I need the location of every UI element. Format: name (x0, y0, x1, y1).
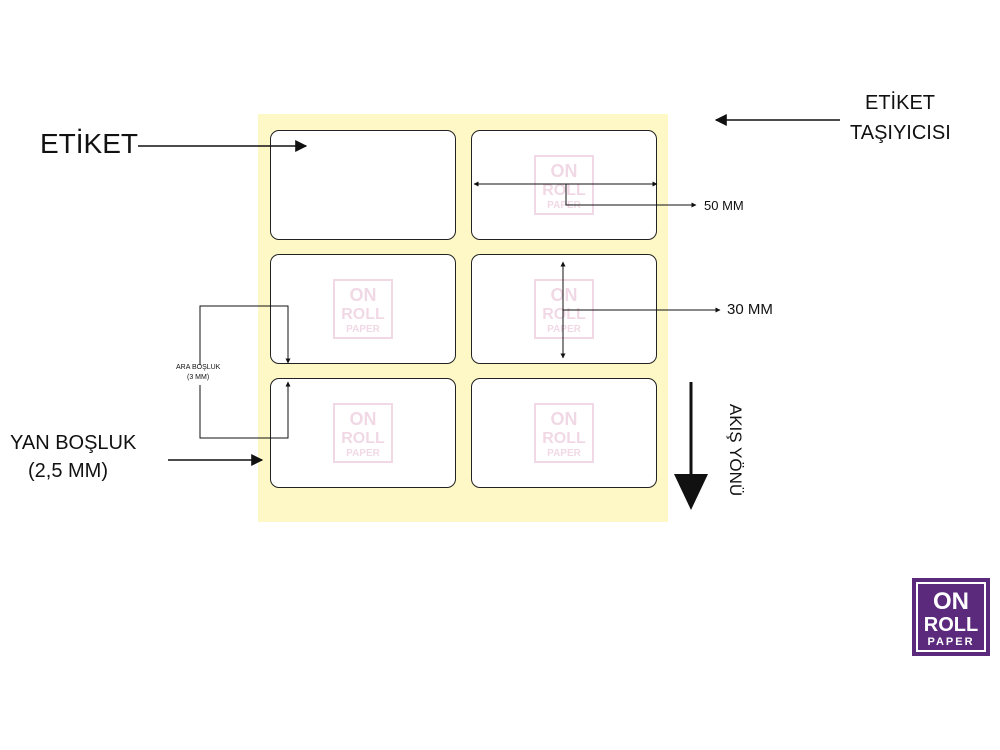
carrier-label-line1: ETİKET (864, 92, 935, 114)
svg-text:ON: ON (551, 161, 578, 181)
svg-text:PAPER: PAPER (547, 200, 581, 211)
gap-bracket-bottom (199, 381, 291, 439)
gap-label-line1: ARA BOŞLUK (176, 364, 221, 371)
label-r3-c1: ON ROLL PAPER (270, 378, 456, 488)
label-r2-c1: ON ROLL PAPER (270, 254, 456, 364)
flow-direction-label: AKIŞ YÖNÜ (726, 403, 745, 497)
flow-arrow-head (674, 474, 708, 510)
svg-text:ON: ON (933, 588, 969, 615)
side-gap-label-line1: YAN BOŞLUK (10, 432, 137, 454)
height-value: 30 MM (727, 301, 773, 318)
svg-text:PAPER: PAPER (346, 324, 380, 335)
svg-text:ROLL: ROLL (341, 430, 385, 447)
gap-bracket-top (199, 305, 291, 365)
svg-text:ON: ON (350, 409, 377, 429)
width-value: 50 MM (704, 198, 744, 213)
watermark-logo: ON ROLL PAPER (333, 403, 393, 463)
svg-text:ROLL: ROLL (924, 614, 978, 636)
side-gap-label-line2: (2,5 MM) (28, 460, 108, 482)
svg-text:ON: ON (350, 285, 377, 305)
brand-logo-mark: ON ROLL PAPER (916, 582, 986, 652)
gap-label-line2: (3 MM) (187, 374, 210, 381)
carrier-label-line2: TAŞIYICISI (850, 122, 951, 144)
width-leader-line (565, 184, 697, 208)
svg-text:ROLL: ROLL (542, 430, 586, 447)
watermark-logo: ON ROLL PAPER (534, 403, 594, 463)
etiket-label: ETİKET (40, 128, 139, 159)
svg-text:PAPER: PAPER (547, 448, 581, 459)
svg-text:ON: ON (551, 409, 578, 429)
svg-text:PAPER: PAPER (346, 448, 380, 459)
watermark-logo: ON ROLL PAPER (333, 279, 393, 339)
svg-text:PAPER: PAPER (927, 636, 974, 648)
svg-text:ROLL: ROLL (341, 306, 385, 323)
brand-logo: ON ROLL PAPER (912, 578, 990, 656)
label-r3-c2: ON ROLL PAPER (471, 378, 657, 488)
